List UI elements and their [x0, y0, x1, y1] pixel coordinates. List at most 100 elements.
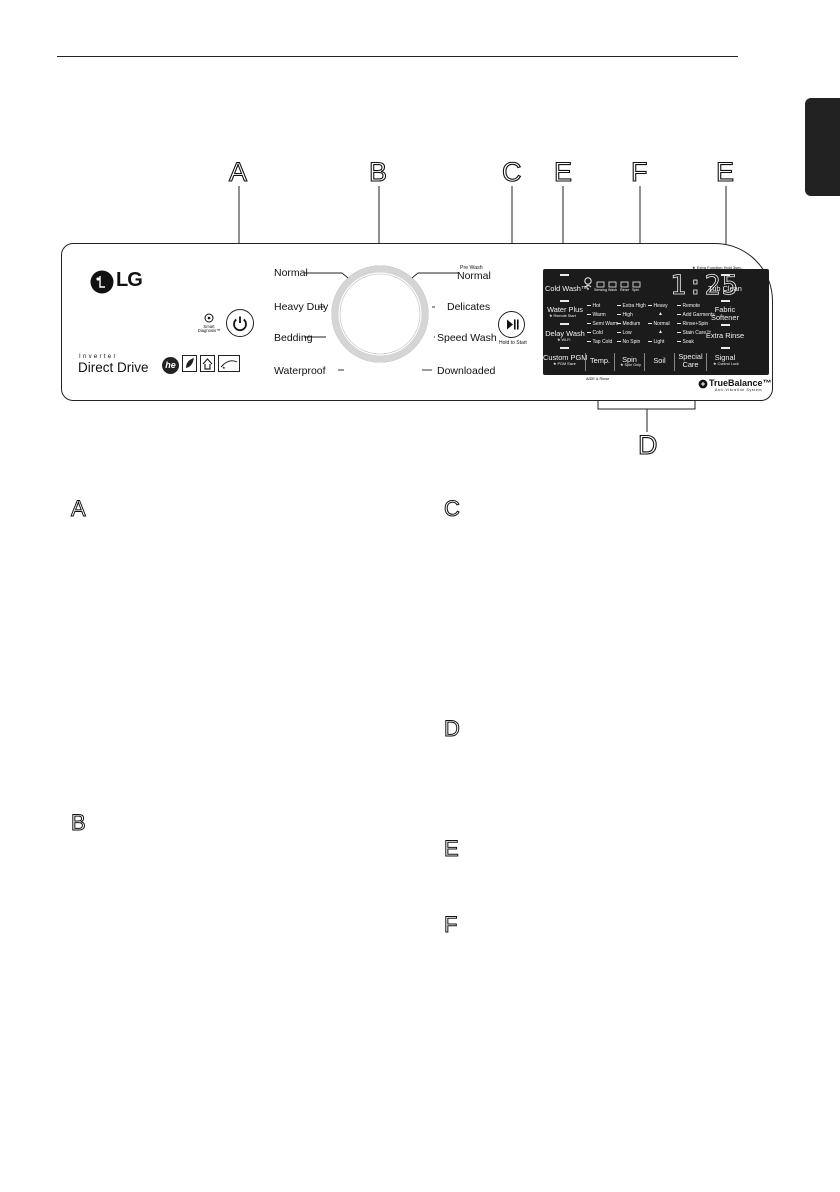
wifi-icon: [584, 277, 592, 290]
section-letter-c: C: [444, 496, 461, 521]
spin-option: Low: [617, 331, 632, 336]
special-care-option: Soak: [677, 340, 694, 345]
start-pause-button[interactable]: [498, 311, 525, 338]
header-rule: [57, 56, 738, 57]
status-label: Wash: [608, 288, 618, 292]
truebalance-icon: [698, 379, 708, 389]
spin-option: Medium: [617, 322, 640, 327]
indicator-dash: [560, 300, 569, 302]
extra-rinse-button[interactable]: Extra Rinse: [705, 331, 745, 340]
spin-only-note: ★ Spin Only: [620, 363, 641, 367]
cold-wash-button[interactable]: Cold Wash™: [545, 284, 589, 293]
dial-leaders: [304, 272, 458, 371]
soil-option: Normal: [648, 322, 670, 327]
truebalance-subtitle: Anti-Vibration System: [715, 388, 763, 392]
callout-f: F: [630, 157, 648, 187]
indicator-dash: [721, 300, 730, 302]
temp-option: Cold: [587, 331, 603, 336]
spin-icon: [632, 281, 641, 288]
up-arrow-icon: ▲: [658, 329, 663, 335]
fabric-softener-button[interactable]: Fabric: [714, 305, 736, 314]
status-label: Spin: [632, 288, 640, 292]
cycle-label: Normal: [274, 267, 308, 279]
efficiency-badge-2: [200, 355, 215, 372]
section-letter-b: B: [71, 810, 87, 835]
section-letter-f: F: [443, 912, 458, 937]
section-letter-d: D: [444, 716, 461, 741]
indicator-dash: [721, 274, 730, 276]
indicator-dash: [721, 347, 730, 349]
rinse-icon: [620, 281, 629, 288]
spin-option: No Spin: [617, 340, 640, 345]
tub-clean-button[interactable]: Tub Clean: [708, 284, 742, 293]
delay-wash-button[interactable]: Delay Wash: [545, 329, 585, 338]
callout-a: A: [228, 157, 248, 187]
button-divider: [674, 353, 675, 371]
cycle-label: Normal: [457, 270, 491, 282]
temp-option: Warm: [587, 313, 606, 318]
status-label: Sensing: [594, 288, 607, 292]
smart-diagnosis-icon: [204, 313, 214, 323]
direct-drive-label: Direct Drive: [78, 360, 149, 375]
he-text: he: [165, 360, 176, 370]
cycle-label: Waterproof: [274, 365, 326, 377]
wash-icon: [608, 281, 617, 288]
wifi-note: ★ Wi-Fi: [557, 338, 571, 342]
energy-star-badge: ★: [218, 355, 240, 372]
soil-option: Heavy: [648, 304, 668, 309]
cycle-label: Bedding: [274, 332, 313, 344]
soil-option: Light: [648, 340, 664, 345]
pgm-save-note: ★ PGM Save: [553, 362, 576, 366]
hold-to-start-label: Hold to Start: [499, 340, 527, 346]
button-divider: [614, 353, 615, 371]
callout-e-right: E: [715, 157, 735, 187]
up-arrow-icon: ▲: [658, 311, 663, 317]
sensing-icon: [596, 281, 605, 288]
pre-wash-label: Pre Wash: [460, 265, 483, 271]
section-letter-e: E: [444, 836, 460, 861]
section-letter-a: A: [71, 496, 87, 521]
power-button[interactable]: [226, 309, 254, 337]
temp-option: Hot: [587, 304, 600, 309]
callout-e-left: E: [553, 157, 573, 187]
status-label: Rinse: [620, 288, 630, 292]
time-display: 1:25: [670, 270, 740, 301]
svg-text:★: ★: [222, 365, 226, 370]
cycle-label: Delicates: [447, 301, 491, 313]
fabric-softener-button-line2: Softener: [711, 313, 739, 322]
callout-d: D: [637, 430, 658, 460]
display-panel: [543, 269, 769, 375]
special-care-option: Remote: [677, 304, 700, 309]
cycle-label: Heavy Duty: [274, 301, 329, 313]
indicator-dash: [560, 274, 569, 276]
special-care-option: Add Garments: [677, 313, 715, 318]
button-divider: [706, 353, 707, 371]
cycle-dial[interactable]: [330, 264, 430, 364]
control-lock-note: ★ Control Lock: [713, 362, 739, 366]
special-care-button-line2: Care: [682, 360, 699, 369]
indicator-dash: [560, 347, 569, 349]
soil-button[interactable]: Soil: [653, 356, 666, 365]
special-care-option: Stain Care™: [677, 331, 711, 336]
custom-pgm-button[interactable]: Custom PGM: [543, 353, 588, 362]
indicator-dash: [560, 323, 569, 325]
power-icon: [233, 316, 247, 332]
spin-option: High: [617, 313, 633, 318]
bottom-note: AIDE & Rinse: [586, 377, 610, 381]
remote-start-note: ★ Remote Start: [549, 314, 576, 318]
cycle-label: Downloaded: [437, 365, 496, 377]
temp-option: Semi Warm: [587, 322, 618, 327]
callout-b: B: [368, 157, 388, 187]
indicator-dash: [721, 324, 730, 326]
play-pause-icon: [507, 319, 519, 330]
water-plus-button[interactable]: Water Plus: [547, 305, 583, 314]
smart-diagnosis-label: Smart Diagnosis™: [197, 324, 221, 334]
efficiency-badge-1: [182, 355, 197, 372]
signal-button[interactable]: Signal: [714, 353, 736, 362]
inverter-label: Inverter: [79, 354, 118, 360]
spin-button[interactable]: Spin: [622, 355, 637, 364]
temp-button[interactable]: Temp.: [589, 356, 611, 365]
callout-c: C: [501, 157, 522, 187]
special-care-button[interactable]: Special: [678, 352, 703, 361]
language-tab: [805, 98, 840, 196]
